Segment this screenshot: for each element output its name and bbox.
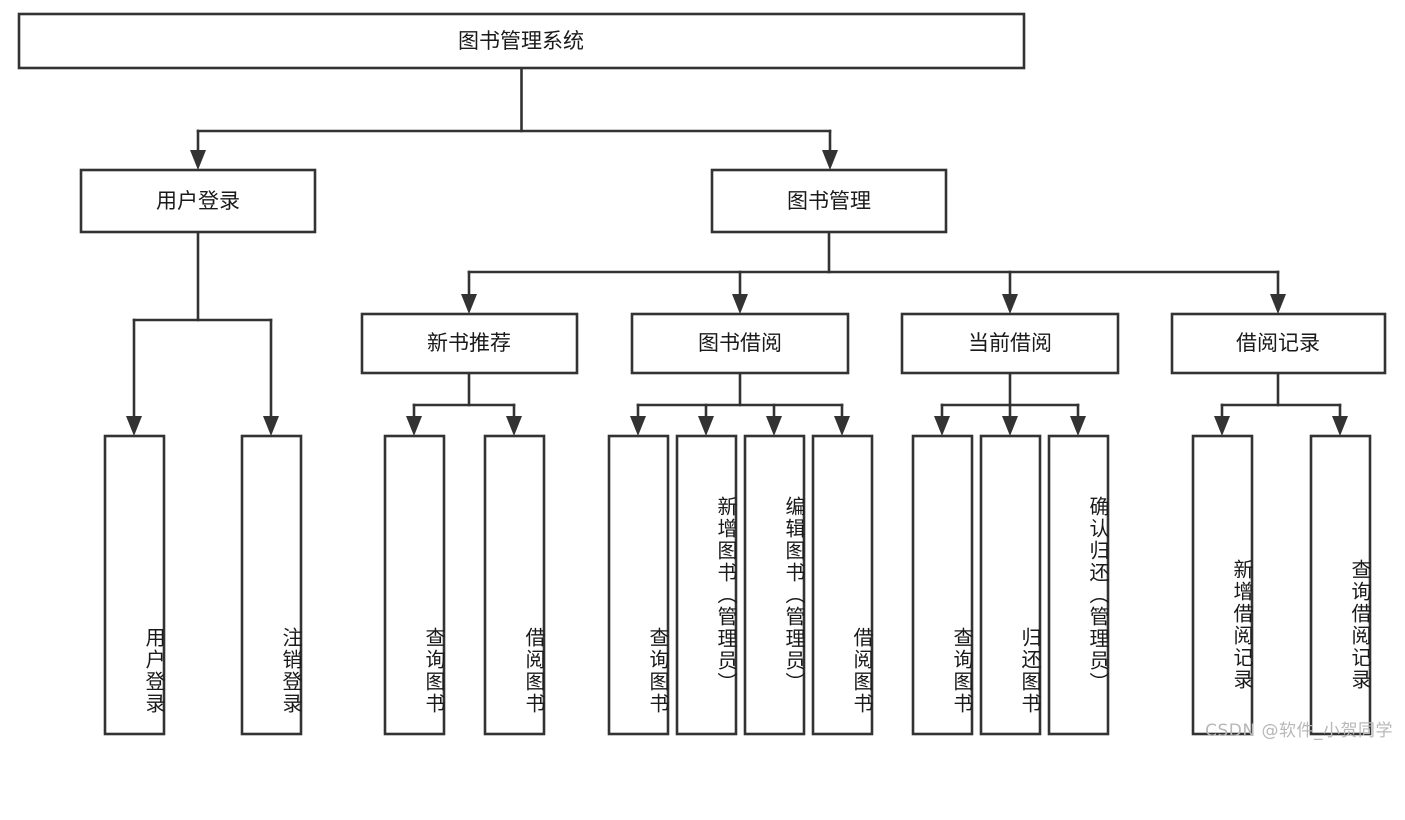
diagram-canvas: 图书管理系统 用户登录 图书管理 新书推荐 图书借阅 当前借阅 借阅记录 — [17, 12, 1387, 736]
leaf-boxes — [103, 434, 1372, 736]
leaf-box-query-book-1[interactable] — [383, 434, 446, 736]
node-new-book-recommend-label: 新书推荐 — [427, 331, 511, 355]
leaf-box-edit-book[interactable] — [743, 434, 806, 736]
node-book-management-label: 图书管理 — [787, 189, 871, 213]
node-book-management[interactable]: 图书管理 — [710, 168, 948, 234]
node-borrow-record[interactable]: 借阅记录 — [1170, 312, 1387, 375]
node-root-label: 图书管理系统 — [458, 29, 584, 53]
leaf-box-confirm-return[interactable] — [1047, 434, 1110, 736]
connector-newbook-to-leaves — [406, 371, 522, 436]
leaf-box-user-login[interactable] — [103, 434, 166, 736]
node-user-login[interactable]: 用户登录 — [79, 168, 317, 234]
node-book-borrow-label: 图书借阅 — [698, 331, 782, 355]
csdn-watermark: CSDN @软件_小贺同学 — [1205, 721, 1393, 741]
connector-bookmgmt-to-level3 — [461, 230, 1286, 314]
node-current-borrow-label: 当前借阅 — [968, 331, 1052, 355]
connector-bookborrow-to-leaves — [630, 371, 850, 436]
leaf-box-borrow-book-1[interactable] — [483, 434, 546, 736]
connector-root-to-level2 — [190, 66, 838, 170]
diagram-root: 图书管理系统 用户登录 图书管理 新书推荐 图书借阅 当前借阅 借阅记录 — [17, 12, 1393, 741]
node-book-borrow[interactable]: 图书借阅 — [630, 312, 850, 375]
leaf-box-add-book[interactable] — [675, 434, 738, 736]
connector-currentborrow-to-leaves — [934, 371, 1086, 436]
leaf-box-query-book-3[interactable] — [911, 434, 974, 736]
node-new-book-recommend[interactable]: 新书推荐 — [360, 312, 579, 375]
leaf-box-query-record[interactable] — [1309, 434, 1372, 736]
leaf-box-query-book-2[interactable] — [607, 434, 670, 736]
node-user-login-label: 用户登录 — [156, 189, 240, 213]
leaf-box-return-book[interactable] — [979, 434, 1042, 736]
leaf-box-add-record[interactable] — [1191, 434, 1254, 736]
node-current-borrow[interactable]: 当前借阅 — [900, 312, 1120, 375]
connector-userlogin-to-leaves — [126, 230, 279, 436]
leaf-box-borrow-book-2[interactable] — [811, 434, 874, 736]
node-root[interactable]: 图书管理系统 — [17, 12, 1026, 70]
leaf-box-logout[interactable] — [240, 434, 303, 736]
connector-borrowrecord-to-leaves — [1214, 371, 1348, 436]
node-borrow-record-label: 借阅记录 — [1236, 331, 1320, 355]
